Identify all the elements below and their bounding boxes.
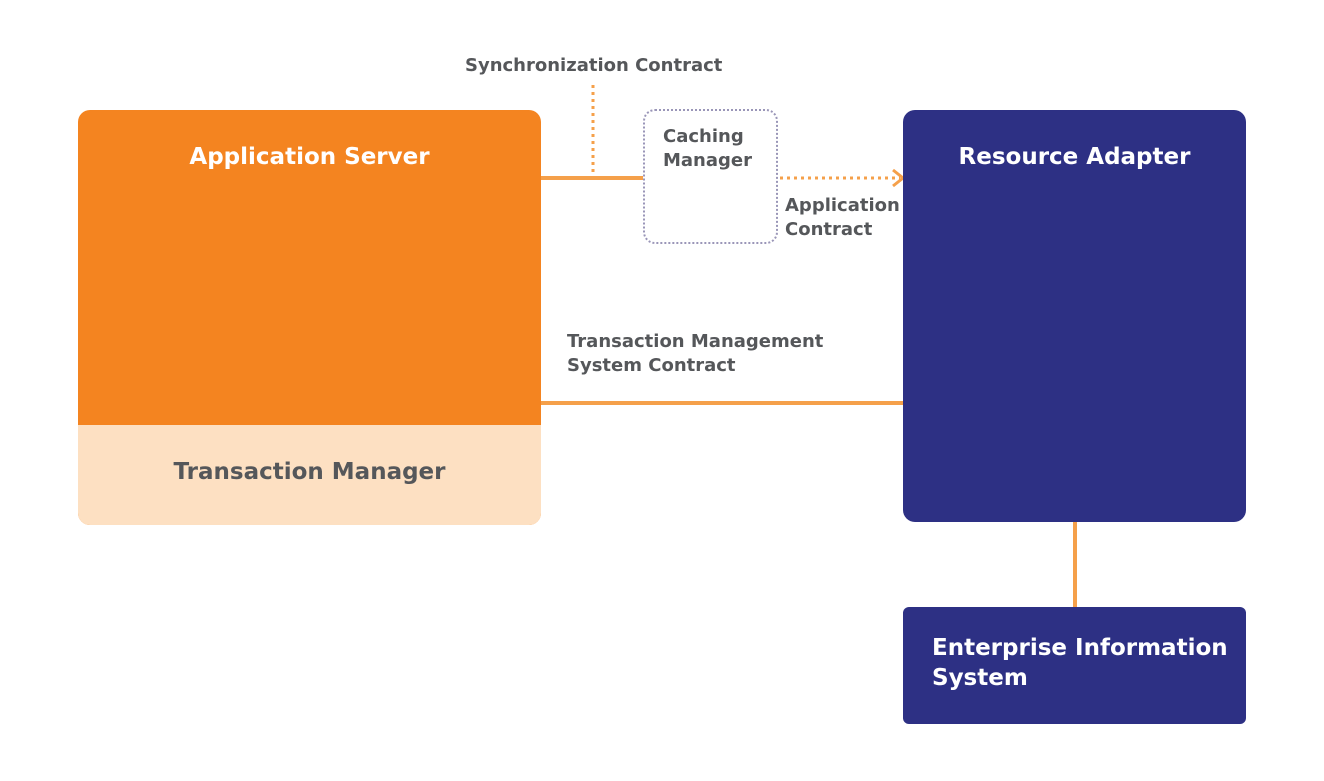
- resource-adapter-title: Resource Adapter: [958, 144, 1191, 170]
- resource-adapter-box: Resource Adapter: [903, 110, 1246, 522]
- application-server-box: Application Server Transaction Manager: [78, 110, 541, 525]
- transaction-manager-box: Transaction Manager: [78, 425, 541, 525]
- application-server-title: Application Server: [189, 144, 430, 170]
- synchronization-contract-label: Synchronization Contract: [465, 55, 723, 76]
- transaction-management-contract-label: Transaction Management System Contract: [567, 331, 824, 376]
- application-contract-label: Application Contract: [785, 195, 900, 240]
- transaction-manager-label: Transaction Manager: [173, 459, 446, 485]
- enterprise-information-system-box: Enterprise Information System: [903, 607, 1246, 724]
- caching-manager-box: Caching Manager: [643, 109, 778, 244]
- caching-manager-label: Caching Manager: [663, 126, 752, 171]
- enterprise-information-system-label: Enterprise Information System: [932, 635, 1228, 691]
